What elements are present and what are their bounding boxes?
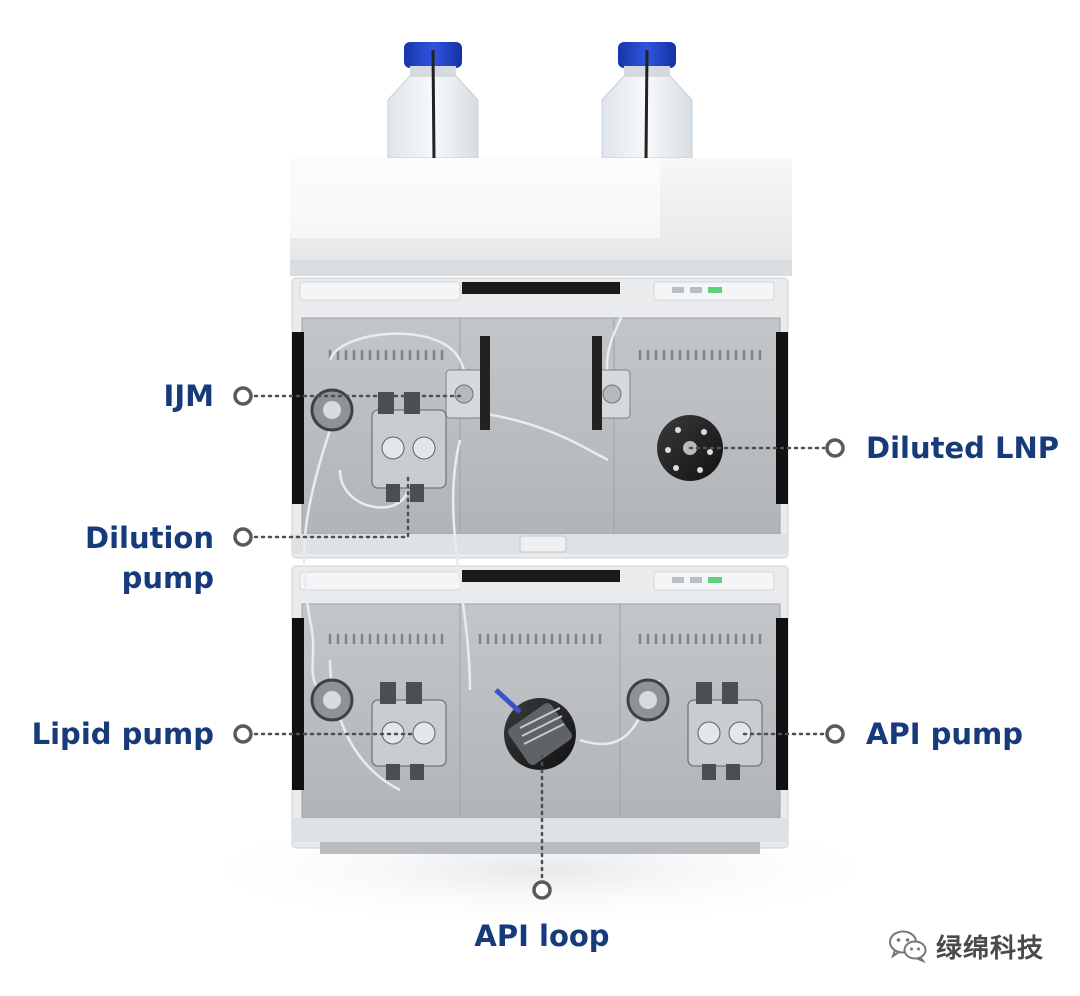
label-diluted-lnp: Diluted LNP: [866, 431, 1059, 465]
leader-dilution-pump: [253, 476, 410, 539]
api-loop-valve: [494, 688, 576, 770]
solvent-tray: [290, 158, 792, 276]
upper-module: [291, 277, 789, 559]
dot-diluted-lnp: [825, 438, 845, 458]
dilution-pump-head: [371, 392, 447, 502]
label-api-loop: API loop: [474, 919, 610, 953]
label-api-pump: API pump: [866, 717, 1023, 751]
label-ijm: IJM: [163, 379, 214, 413]
solvent-bottle-right: [601, 42, 693, 161]
label-lipid-pump: Lipid pump: [31, 717, 214, 751]
dilution-pump-damper: [310, 388, 354, 432]
upper-valve: [592, 336, 631, 430]
watermark: 绿绵科技: [888, 926, 1044, 966]
dot-api-loop: [532, 880, 552, 900]
leader-endpoints: [233, 386, 845, 900]
solvent-bottle-left: [387, 42, 479, 161]
leader-lines: [253, 394, 826, 882]
watermark-text: 绿绵科技: [936, 933, 1045, 964]
ijm-mixer: [445, 336, 490, 430]
api-pump-damper: [626, 678, 670, 722]
vent-slots: [328, 350, 762, 644]
wechat-icon: [889, 930, 927, 963]
api-pump-head: [687, 682, 763, 780]
dot-api-pump: [825, 724, 845, 744]
dot-dilution-pump: [233, 527, 253, 547]
dot-ijm: [233, 386, 253, 406]
label-dilution-pump-line2: pump: [121, 561, 214, 595]
dot-lipid-pump: [233, 724, 253, 744]
lipid-pump-damper: [310, 678, 354, 722]
label-dilution-pump-line1: Dilution: [85, 521, 214, 555]
